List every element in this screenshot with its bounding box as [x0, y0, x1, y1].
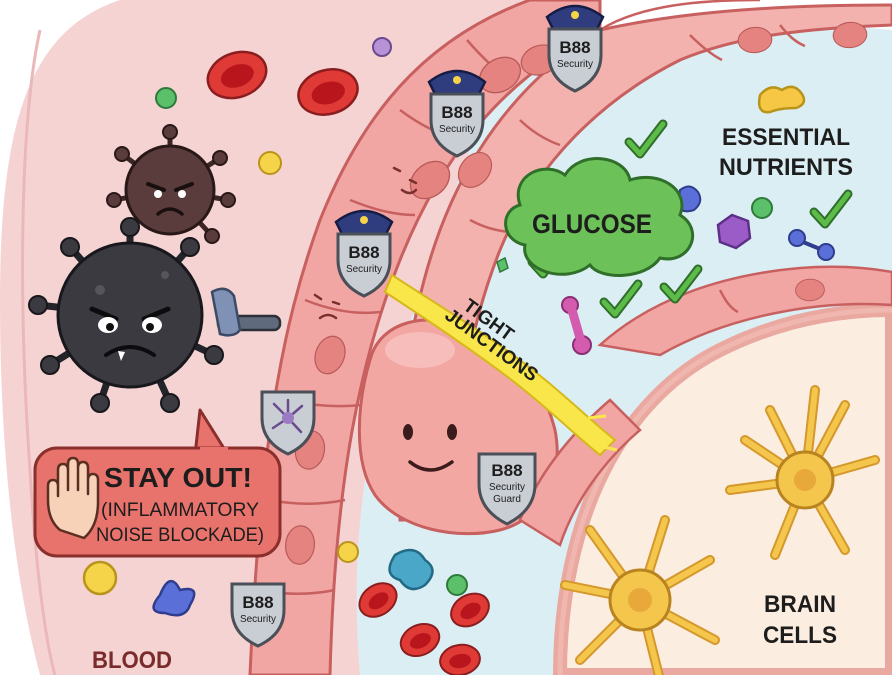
- brain-cells-label-line1: BRAIN: [764, 591, 836, 618]
- svg-text:Security: Security: [489, 482, 525, 493]
- brain-cells-label-line2: CELLS: [763, 622, 837, 649]
- virus-icon: [28, 217, 224, 413]
- essential-nutrients-label-line2: NUTRIENTS: [719, 154, 853, 181]
- shield-badge-icon: [429, 92, 485, 158]
- svg-text:B88: B88: [348, 243, 379, 262]
- security-badge-1: B88 Security: [545, 4, 605, 93]
- svg-text:B88: B88: [559, 38, 590, 57]
- blood-label: BLOOD: [92, 647, 172, 674]
- neuron-icon: [560, 515, 720, 675]
- svg-text:B88: B88: [491, 461, 522, 480]
- svg-text:B88: B88: [242, 593, 273, 612]
- security-baton: [210, 287, 282, 337]
- molecule-icon: [788, 229, 835, 261]
- svg-text:Security: Security: [557, 59, 593, 70]
- glucose-blob: [504, 157, 694, 277]
- shield-badge-icon: [547, 27, 603, 93]
- security-guard-badge: B88 Security Guard: [477, 452, 537, 526]
- security-badge-5: B88 Security: [230, 582, 286, 648]
- svg-text:Security: Security: [346, 264, 382, 275]
- inflammatory-label-line1: (INFLAMMATORY: [101, 500, 259, 521]
- svg-text:Security: Security: [240, 614, 276, 625]
- svg-text:B88: B88: [441, 103, 472, 122]
- svg-text:Guard: Guard: [493, 494, 521, 505]
- shield-badge-icon: [336, 232, 392, 298]
- stay-out-banner: [33, 408, 282, 558]
- essential-nutrients-label-line1: ESSENTIAL: [722, 124, 850, 151]
- stop-hand-icon: [46, 456, 100, 540]
- blood-particles: [82, 37, 468, 617]
- neuron-icon: [725, 385, 880, 560]
- neuron-shield-badge: [260, 390, 316, 456]
- virus-icon: [106, 124, 236, 244]
- nutrients: [496, 85, 835, 355]
- shield-badge-icon: [477, 452, 537, 526]
- security-badge-2: B88 Security: [427, 69, 487, 158]
- shield-badge-icon: [230, 582, 286, 648]
- security-badge-3: B88 Security: [334, 209, 394, 298]
- inflammatory-label-line2: NOISE BLOCKADE): [96, 525, 264, 546]
- molecule-icon: [561, 296, 592, 355]
- tight-junction-band: [383, 273, 618, 457]
- glucose-label: GLUCOSE: [532, 209, 652, 239]
- stay-out-label: STAY OUT!: [104, 462, 252, 493]
- svg-text:Security: Security: [439, 124, 475, 135]
